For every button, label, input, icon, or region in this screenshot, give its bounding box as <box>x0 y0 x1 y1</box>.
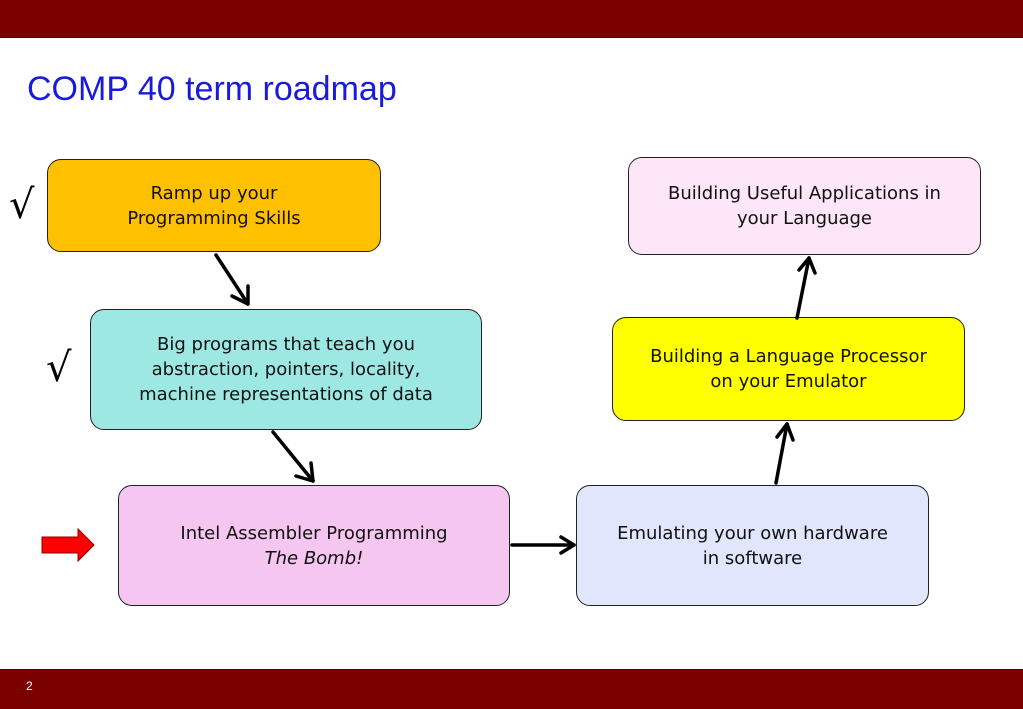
box-ramp-line-2: Programming Skills <box>127 207 301 229</box>
box-emu-line-2: in software <box>702 547 803 569</box>
top-band <box>0 0 1023 38</box>
checkmark-icon: √ <box>46 345 72 391</box>
box-intel-line-2: The Bomb! <box>264 547 364 569</box>
box-emulating-hardware: Emulating your own hardware in software <box>576 485 929 606</box>
box-ramp-line-1: Ramp up your <box>150 182 278 204</box>
box-big-line-1: Big programs that teach you <box>157 334 415 355</box>
box-useful-applications: Building Useful Applications in your Lan… <box>628 157 981 255</box>
arrow-big-to-intel <box>271 430 315 483</box>
box-lang-line-2: on your Emulator <box>710 371 867 392</box>
arrow-ramp-to-big <box>214 253 250 306</box>
box-apps-line-2: your Language <box>736 208 873 229</box>
box-big-programs: Big programs that teach you abstraction,… <box>90 309 482 430</box>
box-ramp-up-skills: Ramp up your Programming Skills <box>47 159 381 252</box>
arrow-lang-to-apps <box>795 256 817 320</box>
box-intel-line-1: Intel Assembler Programming <box>180 522 448 544</box>
box-big-line-3: machine representations of data <box>139 384 433 405</box>
box-lang-line-1: Building a Language Processor <box>650 346 927 367</box>
slide-title: COMP 40 term roadmap <box>27 70 397 108</box>
box-language-processor: Building a Language Processor on your Em… <box>612 317 965 421</box>
box-intel-assembler: Intel Assembler Programming The Bomb! <box>118 485 510 606</box>
bottom-band: 2 <box>0 669 1023 709</box>
box-apps-line-1: Building Useful Applications in <box>668 183 941 204</box>
page-number: 2 <box>26 679 33 693</box>
box-big-line-2: abstraction, pointers, locality, <box>151 359 421 380</box>
arrow-emu-to-lang <box>774 422 795 485</box>
right-arrow-icon <box>41 527 95 563</box>
checkmark-icon: √ <box>9 182 35 228</box>
arrow-intel-to-emu <box>510 535 576 555</box>
box-emu-line-1: Emulating your own hardware <box>617 522 888 544</box>
